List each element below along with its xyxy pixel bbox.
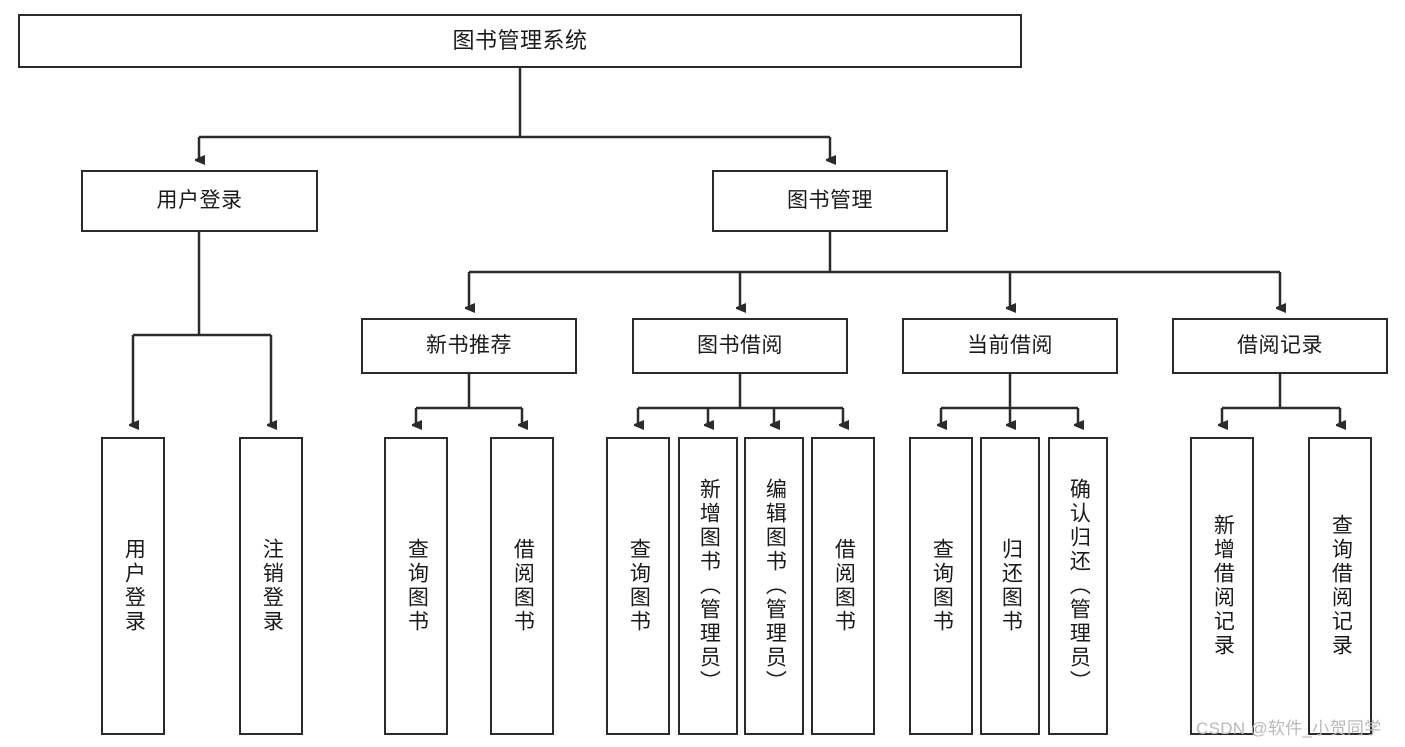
leaf-current-return-book[interactable]: 归还图书 xyxy=(980,437,1040,735)
node-label: 查询图书 xyxy=(405,538,429,634)
node-label: 新增借阅记录 xyxy=(1211,514,1235,658)
node-label: 图书管理 xyxy=(787,189,873,213)
node-current-borrow[interactable]: 当前借阅 xyxy=(902,318,1118,374)
leaf-borrow-add-book-admin[interactable]: 新增图书（管理员） xyxy=(678,437,738,735)
node-label: 查询图书 xyxy=(627,538,651,634)
leaf-current-query-book[interactable]: 查询图书 xyxy=(909,437,973,735)
node-label: 查询借阅记录 xyxy=(1329,514,1353,658)
node-label: 图书借阅 xyxy=(697,334,783,358)
leaf-current-confirm-return-admin[interactable]: 确认归还（管理员） xyxy=(1048,437,1108,735)
leaf-user-login-signin[interactable]: 用户登录 xyxy=(101,437,165,735)
leaf-record-query-record[interactable]: 查询借阅记录 xyxy=(1308,437,1372,735)
node-label: 查询图书 xyxy=(930,538,954,634)
node-label: 确认归还（管理员） xyxy=(1067,478,1091,694)
leaf-user-login-signout[interactable]: 注销登录 xyxy=(239,437,303,735)
node-root-library-management-system[interactable]: 图书管理系统 xyxy=(18,14,1022,68)
node-label: 编辑图书（管理员） xyxy=(763,478,787,694)
node-label: 借阅记录 xyxy=(1237,334,1323,358)
leaf-borrow-query-book[interactable]: 查询图书 xyxy=(606,437,670,735)
node-book-management[interactable]: 图书管理 xyxy=(712,170,948,232)
node-label: 新增图书（管理员） xyxy=(697,478,721,694)
node-borrow-record[interactable]: 借阅记录 xyxy=(1172,318,1388,374)
node-label: 借阅图书 xyxy=(511,538,535,634)
leaf-borrow-borrow-book[interactable]: 借阅图书 xyxy=(811,437,875,735)
node-label: 用户登录 xyxy=(156,189,243,213)
leaf-borrow-edit-book-admin[interactable]: 编辑图书（管理员） xyxy=(744,437,804,735)
node-new-book-recommend[interactable]: 新书推荐 xyxy=(361,318,577,374)
node-label: 图书管理系统 xyxy=(452,27,588,53)
node-label: 注销登录 xyxy=(260,538,284,634)
node-label: 新书推荐 xyxy=(426,334,512,358)
node-label: 借阅图书 xyxy=(832,538,856,634)
node-book-borrow[interactable]: 图书借阅 xyxy=(632,318,848,374)
node-label: 用户登录 xyxy=(122,538,146,634)
leaf-record-add-record[interactable]: 新增借阅记录 xyxy=(1190,437,1254,735)
leaf-newbook-borrow-book[interactable]: 借阅图书 xyxy=(490,437,554,735)
node-label: 归还图书 xyxy=(999,538,1023,634)
leaf-newbook-query-book[interactable]: 查询图书 xyxy=(384,437,448,735)
node-user-login[interactable]: 用户登录 xyxy=(81,170,318,232)
node-label: 当前借阅 xyxy=(967,334,1053,358)
